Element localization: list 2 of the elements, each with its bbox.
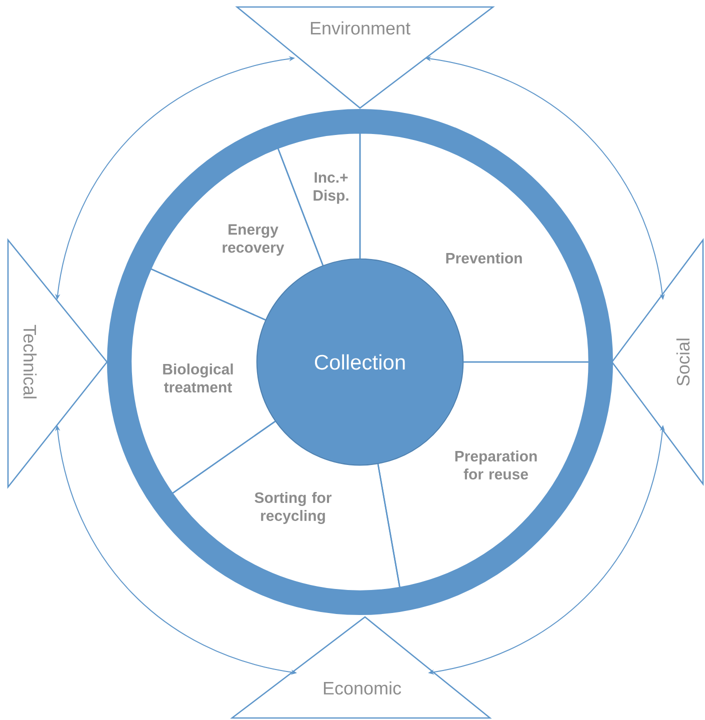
ring-segment: Sorting for recycling	[172, 420, 400, 592]
ring-segment: Biological treatment	[130, 268, 276, 494]
